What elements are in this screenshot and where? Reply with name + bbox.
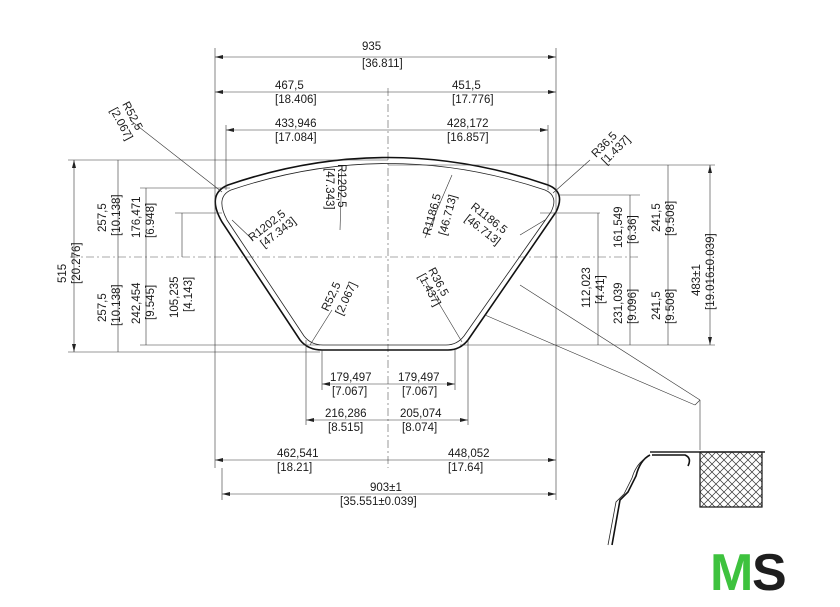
dim-216-286: 216,286 bbox=[325, 408, 367, 420]
dim-241-5-lower-inch: [9.508] bbox=[665, 289, 677, 324]
countertop-hatch bbox=[699, 451, 763, 508]
dim-935: 935 bbox=[362, 41, 381, 53]
dim-903-inch: [35.551±0.039] bbox=[340, 496, 417, 508]
dim-515: 515 bbox=[57, 264, 69, 283]
dim-179-497-right: 179,497 bbox=[398, 372, 440, 384]
dim-112-023-inch: [4.41] bbox=[595, 275, 607, 304]
dim-462-541: 462,541 bbox=[277, 448, 319, 460]
radius-left-inner-inch: [47.343] bbox=[323, 168, 335, 210]
dim-216-286-inch: [8.515] bbox=[328, 422, 363, 434]
dim-161-549-inch: [6.36] bbox=[627, 215, 639, 244]
radius-leaders bbox=[129, 119, 591, 346]
dim-179-497-right-inch: [7.067] bbox=[402, 386, 437, 398]
sink-outer-outline bbox=[214, 156, 561, 351]
dim-205-074-inch: [8.074] bbox=[402, 422, 437, 434]
dim-467-5: 467,5 bbox=[275, 80, 304, 92]
dim-935-inch: [36.811] bbox=[362, 58, 403, 70]
dimension-arrowheads bbox=[72, 55, 712, 496]
dim-231-039: 231,039 bbox=[613, 282, 625, 324]
extension-lines bbox=[68, 48, 715, 500]
dim-428-172-inch: [16.857] bbox=[447, 132, 489, 144]
dim-105-235: 105,235 bbox=[169, 276, 181, 318]
sink-inner-outline bbox=[221, 163, 555, 346]
dim-451-5-inch: [17.776] bbox=[452, 94, 494, 106]
dim-241-5-upper: 241,5 bbox=[651, 203, 663, 232]
dim-176-471-inch: [6.948] bbox=[145, 203, 157, 238]
dim-483: 483±1 bbox=[691, 264, 703, 296]
horizontal-dimension-lines bbox=[215, 56, 556, 495]
dim-257-5-lower: 257,5 bbox=[97, 293, 109, 322]
ms-logo: M S bbox=[710, 544, 787, 602]
vertical-dimension-lines bbox=[73, 160, 711, 352]
dim-433-946-inch: [17.084] bbox=[275, 132, 317, 144]
dimension-labels: 935 [36.811] 467,5 [18.406] 451,5 [17.77… bbox=[57, 41, 717, 508]
dim-433-946: 433,946 bbox=[275, 118, 317, 130]
ms-logo-s: S bbox=[752, 544, 787, 602]
dim-179-497-left-inch: [7.067] bbox=[332, 386, 367, 398]
dim-428-172: 428,172 bbox=[447, 118, 489, 130]
ms-logo-m: M bbox=[710, 544, 753, 602]
dim-515-inch: [20.276] bbox=[71, 242, 83, 284]
dim-257-5-lower-inch: [10.138] bbox=[111, 284, 123, 326]
dim-451-5: 451,5 bbox=[452, 80, 481, 92]
dim-112-023: 112,023 bbox=[581, 267, 593, 308]
dim-241-5-upper-inch: [9.508] bbox=[665, 201, 677, 236]
dim-448-052: 448,052 bbox=[448, 448, 490, 460]
radius-left-inner: R1202,5 bbox=[335, 164, 347, 207]
dim-231-039-inch: [9.096] bbox=[627, 289, 639, 324]
dim-161-549: 161,549 bbox=[613, 206, 625, 248]
dim-179-497-left: 179,497 bbox=[330, 372, 372, 384]
dim-903: 903±1 bbox=[370, 482, 402, 494]
edge-detail-section bbox=[484, 284, 765, 546]
dim-176-471: 176,471 bbox=[131, 196, 143, 238]
dim-241-5-lower: 241,5 bbox=[651, 291, 663, 320]
dim-448-052-inch: [17.64] bbox=[448, 462, 483, 474]
dim-483-inch: [19.016±0.039] bbox=[705, 233, 717, 310]
dim-462-541-inch: [18.21] bbox=[277, 462, 312, 474]
dim-467-5-inch: [18.406] bbox=[275, 94, 317, 106]
dim-242-454: 242,454 bbox=[131, 282, 143, 324]
dim-242-454-inch: [9.545] bbox=[145, 285, 157, 320]
dim-257-5-upper: 257,5 bbox=[97, 203, 109, 232]
dim-105-235-inch: [4.143] bbox=[183, 277, 195, 312]
dim-257-5-upper-inch: [10.138] bbox=[111, 194, 123, 236]
dim-205-074: 205,074 bbox=[400, 408, 442, 420]
